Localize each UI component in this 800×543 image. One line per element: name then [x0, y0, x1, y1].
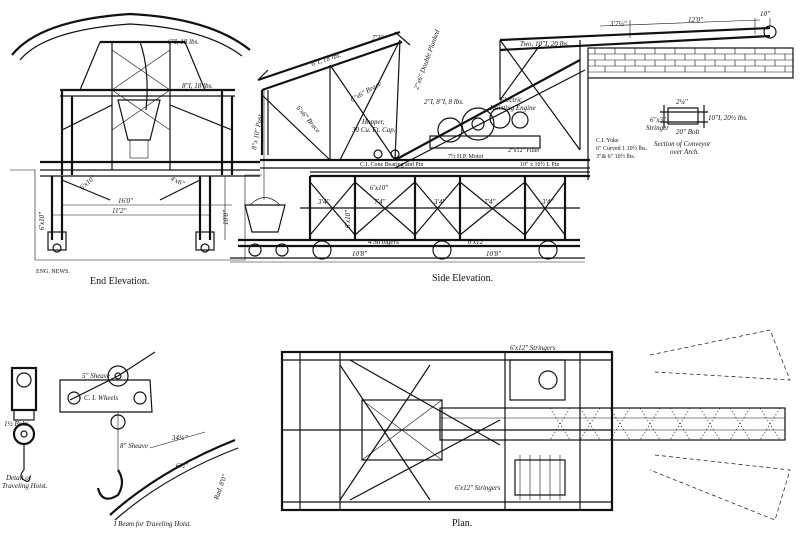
beam-8-label: 2"I, 8"I, 8 lbs. [424, 98, 464, 106]
curved-2-label: 3"& 6" 10½ lbs. [596, 153, 636, 160]
trestle-frame [300, 176, 580, 240]
detail-hoist-caption: Detail of [5, 474, 32, 482]
plan-stringers-top-label: 6'x12" Stringers [510, 344, 556, 352]
dim-12-label: 12'0" [688, 16, 703, 24]
section-left-label: 6"x3" [650, 116, 666, 124]
dim-7-3-label: 7'3" [372, 34, 383, 42]
dim-34-label: 34½” [171, 434, 188, 442]
section-left-2-label: Stringer [646, 124, 669, 132]
svg-text:3'4": 3'4" [541, 198, 553, 206]
end-elevation-caption: End Elevation. [90, 276, 149, 287]
filler-label: 2"x12" Filler [508, 148, 539, 154]
bolts-label: 1½ Bolts [4, 420, 29, 428]
svg-text:2¼": 2¼" [676, 98, 688, 106]
side-elevation-caption: Side Elevation. [432, 273, 493, 284]
section-caption-2: over Arch. [670, 148, 699, 156]
plan-view: 6'x12" Stringers 6'x12" Stringers Plan. [280, 329, 791, 529]
dim-7-4-label: 7'4" [374, 198, 385, 206]
yoke-label: C.I. Yoke [596, 138, 619, 144]
svg-text:7'4": 7'4" [484, 198, 495, 206]
section-caption: Section of Conveyor [654, 140, 711, 148]
section-of-conveyor: 2¼" 6"x3" Stringer 20" Bolt 10"I, 20½ lb… [646, 98, 748, 156]
end-width-16-label: 16'0" [118, 197, 133, 205]
cone-bearing-label: C.I. Cone Bearing and Pin [360, 162, 423, 168]
plan-stringers-bottom-label: 6'x12" Stringers [455, 484, 501, 492]
wheels-label: C. I. Wheels [84, 394, 118, 402]
brick-wall [587, 47, 794, 180]
detail-hoist-caption-2: Traveling Hoist. [2, 482, 48, 490]
sheave-8-label: 8" Sheave [120, 442, 148, 450]
end-width-11-label: 11'2" [112, 207, 126, 215]
two-beams-label: Two, 10"I, 20 lbs. [520, 40, 570, 48]
engine-2-label: Hoisting Engine [489, 104, 536, 112]
curved-label: 6" Curved 1.10½ lbs. [596, 145, 648, 152]
dim-6-label: 6½" [176, 462, 188, 470]
brace-2-label: 6"x6" Brace [349, 80, 383, 104]
end-top-beam-label: 6"I, 18 lbs. [168, 38, 199, 46]
dim-6x10-label: 6'x10" [344, 210, 352, 228]
section-bolt-label: 20" Bolt [676, 128, 700, 136]
end-elevation: 6"I, 18 lbs. 8"I, 18 lbs. 16'0" 11'2" 10… [10, 12, 262, 287]
side-elevation: 2¼" 6"x3" Stringer 20" Bolt 10"I, 20½ lb… [230, 10, 794, 284]
plan-caption: Plan. [452, 518, 472, 529]
boom-6i-label: 6"I, 18 lbs. [310, 51, 342, 68]
svg-text:3'4": 3'4" [433, 198, 445, 206]
double-plank-label: 2"x6" Double Planked [412, 28, 441, 90]
dim-3-7-label: 3'7½" [609, 20, 627, 28]
rad-label: Rad. 8'0" [212, 473, 229, 501]
hopper-2-label: 30 Cu. Ft. Cap. [351, 126, 396, 134]
stringer-dim-label: 6'x12" [468, 238, 486, 246]
motor-label: 7½ H.P. Motor [448, 153, 484, 160]
section-right-label: 10"I, 20½ lbs. [708, 114, 748, 122]
post-6x10-label: 6'x10" [370, 184, 388, 192]
detail-traveling-hoist: 5" Sheave C. I. Wheels 8" Sheave 1½ Bolt… [2, 351, 156, 500]
end-cross-beam-label: 8"I, 18 lbs. [182, 82, 213, 90]
dim-10-label: 10" [760, 10, 770, 18]
dim-3-4-label: 3'4" [317, 198, 329, 206]
dim-10-8b-label: 10'8" [486, 250, 501, 258]
hopper-label: Hopper, [361, 118, 385, 126]
engine-label: Electric [499, 96, 523, 104]
end-height-10-label: 10'0" [222, 210, 230, 225]
stringers-label: 4 Stringers [368, 238, 399, 246]
sheave-5-label: 5" Sheave [82, 372, 110, 380]
end-post-label: 6'x10" [38, 212, 46, 230]
pin-label: 10" x 10½ L Pin [520, 161, 559, 168]
ibeam-caption: I Beam for Traveling Hoist. [113, 520, 191, 528]
credit-label: ENG. NEWS. [36, 269, 70, 275]
dim-10-8-label: 10'8" [352, 250, 367, 258]
